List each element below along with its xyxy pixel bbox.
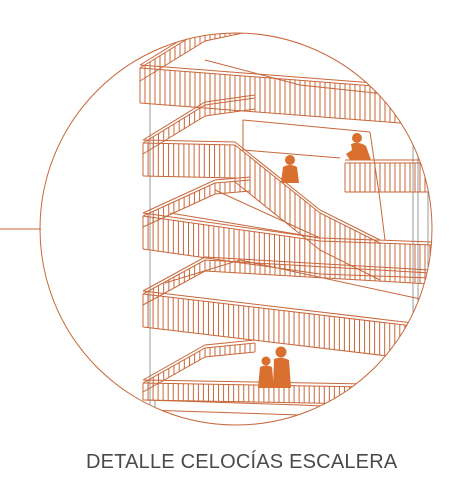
rail-level-2-back xyxy=(142,94,256,155)
person-on-ramp xyxy=(281,155,299,183)
drawing-caption: DETALLE CELOCÍAS ESCALERA xyxy=(86,451,398,473)
rail-level-5-back xyxy=(142,339,256,393)
rail-level-1-left xyxy=(139,33,301,82)
people-bottom-level xyxy=(258,346,291,388)
railing-layers xyxy=(139,33,432,406)
rail-level-2-left xyxy=(142,139,236,179)
rail-level-4-front xyxy=(142,290,432,382)
detail-circle xyxy=(39,32,433,426)
rail-level-4-back xyxy=(142,256,431,306)
rail-level-1-front xyxy=(139,64,432,134)
person-figures xyxy=(258,133,371,388)
person-upper-landing xyxy=(346,133,371,160)
rail-level-3-back xyxy=(142,176,251,228)
isometric-stair-drawing xyxy=(139,33,432,425)
structure-columns xyxy=(149,95,429,425)
rail-landing-right xyxy=(344,159,432,193)
